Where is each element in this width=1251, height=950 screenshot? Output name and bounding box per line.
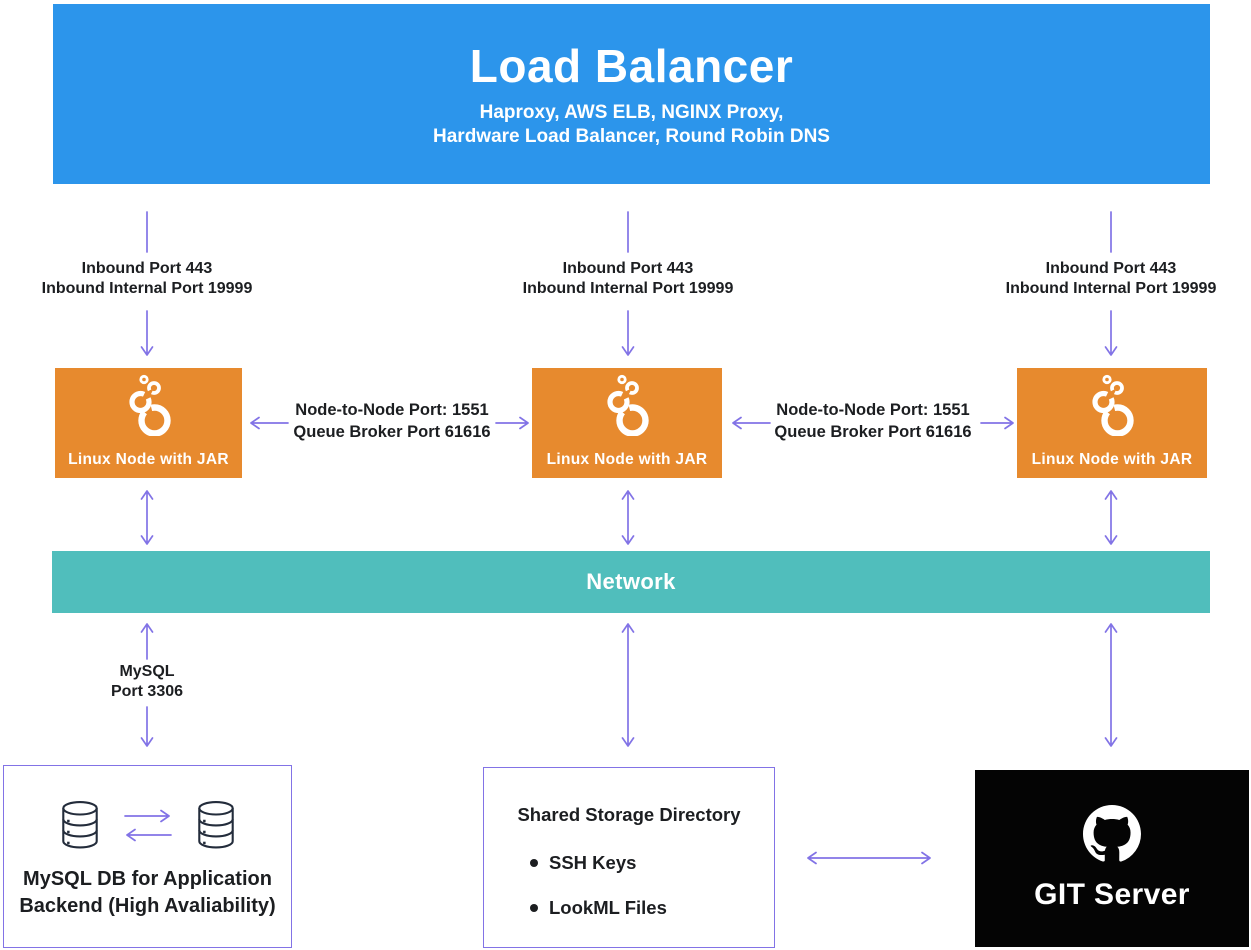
shared-storage-item-2: LookML Files (530, 897, 774, 919)
shared-storage-item-1: SSH Keys (530, 852, 774, 874)
mysql-port-label-line1: MySQL (119, 663, 175, 680)
shared-storage-list: SSH Keys LookML Files (484, 852, 774, 919)
arrow-network-storage (621, 623, 635, 747)
inbound-label-1: Inbound Port 443 Inbound Internal Port 1… (7, 259, 287, 299)
replication-arrows-icon (123, 809, 172, 842)
inbound-label-3: Inbound Port 443 Inbound Internal Port 1… (971, 259, 1251, 299)
db-replication-row (59, 800, 237, 850)
database-cylinder-icon (197, 801, 234, 849)
load-balancer-title: Load Balancer (469, 40, 794, 92)
linux-node-box-1: Linux Node with JAR (55, 368, 242, 478)
network-label: Network (586, 569, 676, 594)
github-octocat-icon (1083, 805, 1141, 862)
arrow-node3-network (1104, 490, 1118, 545)
shared-storage-item-2-label: LookML Files (549, 897, 667, 918)
git-server-box: GIT Server (975, 770, 1249, 947)
linux-node-label-3: Linux Node with JAR (1031, 451, 1193, 468)
bullet-icon (530, 904, 538, 912)
linux-node-label-2: Linux Node with JAR (546, 451, 708, 468)
inbound-label-2-line2: Inbound Internal Port 19999 (522, 280, 734, 297)
looker-circles-icon (128, 374, 171, 436)
arrow-node1-network (140, 490, 154, 545)
node-link-label-2-line1: Node-to-Node Port: 1551 (776, 401, 970, 419)
load-balancer-box: Load Balancer Haproxy, AWS ELB, NGINX Pr… (53, 4, 1210, 184)
network-bar: Network (52, 551, 1210, 613)
arrow-storage-git (807, 851, 931, 865)
shared-storage-item-1-label: SSH Keys (549, 852, 637, 873)
inbound-label-3-line2: Inbound Internal Port 19999 (1005, 280, 1217, 297)
arrow-network-mysql-top (140, 623, 154, 660)
shared-storage-box: Shared Storage Directory SSH Keys LookML… (483, 767, 775, 948)
arrow-lb-node3-bottom (1104, 310, 1118, 356)
arrow-node2-network (621, 490, 635, 545)
linux-node-box-3: Linux Node with JAR (1017, 368, 1207, 478)
node-link-label-2-line2: Queue Broker Port 61616 (774, 423, 972, 441)
mysql-db-box: MySQL DB for Application Backend (High A… (3, 765, 292, 948)
node-link-label-1-line1: Node-to-Node Port: 1551 (295, 401, 489, 419)
node-link-label-1: Node-to-Node Port: 1551 Queue Broker Por… (272, 399, 512, 443)
database-cylinder-icon (61, 801, 98, 849)
load-balancer-subtitle-line2: Hardware Load Balancer, Round Robin DNS (433, 126, 830, 147)
inbound-label-1-line1: Inbound Port 443 (81, 260, 213, 277)
inbound-label-2-line1: Inbound Port 443 (562, 260, 694, 277)
mysql-db-caption-line2: Backend (High Avaliability) (19, 895, 276, 917)
node-link-label-2: Node-to-Node Port: 1551 Queue Broker Por… (753, 399, 993, 443)
looker-circles-icon (1092, 374, 1134, 436)
node-link-label-1-line2: Queue Broker Port 61616 (293, 423, 491, 441)
inbound-label-1-line2: Inbound Internal Port 19999 (41, 280, 253, 297)
arrow-network-mysql-bottom (140, 706, 154, 747)
linux-node-box-2: Linux Node with JAR (532, 368, 722, 478)
arrow-lb-node1-bottom (140, 310, 154, 356)
looker-circles-icon (607, 374, 649, 436)
shared-storage-title: Shared Storage Directory (517, 804, 741, 825)
git-server-label: GIT Server (1034, 878, 1190, 911)
inbound-label-2: Inbound Port 443 Inbound Internal Port 1… (488, 259, 768, 299)
mysql-port-label-line2: Port 3306 (110, 683, 184, 700)
arrow-lb-node2-bottom (621, 310, 635, 356)
inbound-label-3-line1: Inbound Port 443 (1045, 260, 1177, 277)
linux-node-label-1: Linux Node with JAR (68, 451, 229, 468)
bullet-icon (530, 859, 538, 867)
mysql-port-label: MySQL Port 3306 (47, 662, 247, 702)
mysql-db-caption: MySQL DB for Application Backend (High A… (19, 866, 275, 920)
load-balancer-subtitle-line1: Haproxy, AWS ELB, NGINX Proxy, (479, 102, 784, 123)
arrow-network-git (1104, 623, 1118, 747)
mysql-db-caption-line1: MySQL DB for Application (23, 868, 272, 890)
